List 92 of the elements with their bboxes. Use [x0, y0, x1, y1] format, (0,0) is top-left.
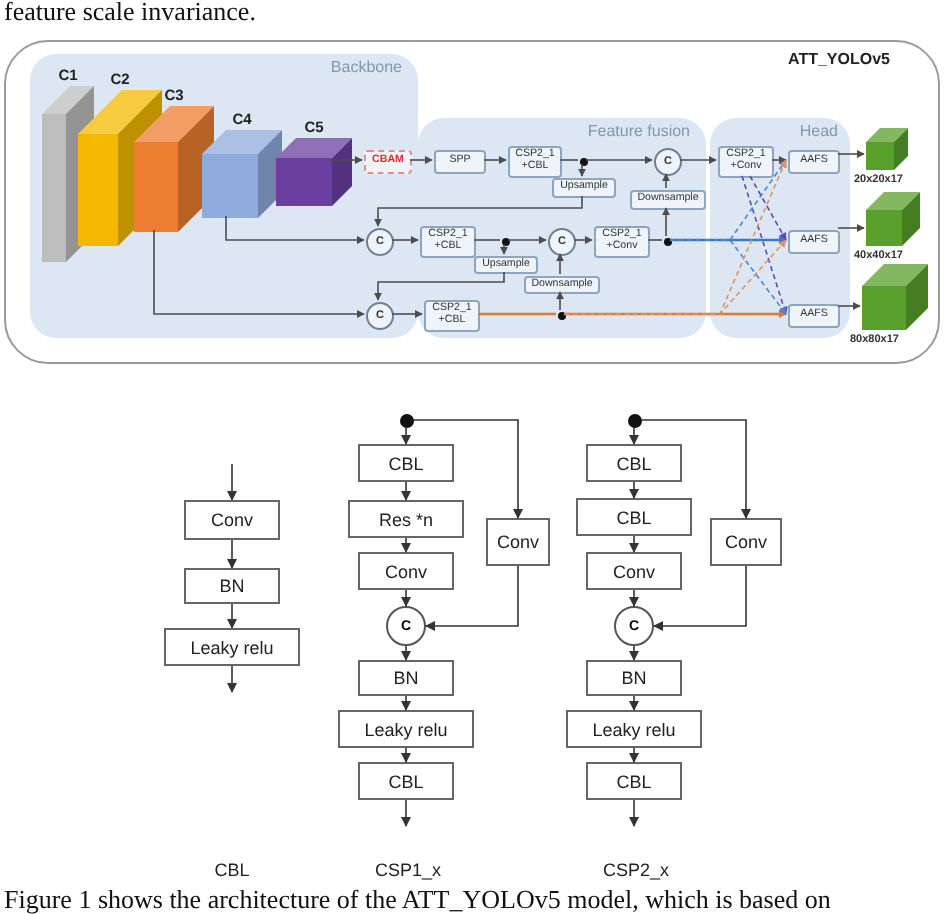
arrow: [837, 302, 861, 310]
arrow: [401, 481, 411, 501]
diagram-caption: CSP2_x: [602, 860, 670, 880]
process-box: Conv: [586, 552, 682, 590]
junction-dot: [399, 413, 413, 427]
arrow: [225, 215, 365, 244]
process-box: Conv: [486, 518, 550, 566]
junction-dot: [627, 413, 641, 427]
arrow: [629, 747, 639, 763]
process-box: Res *n: [348, 500, 464, 538]
region-panel: [710, 118, 850, 338]
arrow: [771, 156, 787, 164]
region-panel: [30, 54, 418, 338]
arrow: [564, 310, 787, 318]
diagram-caption: CBL: [214, 860, 250, 880]
arrow: [401, 799, 411, 827]
arrow: [662, 173, 670, 189]
arrow: [837, 224, 865, 232]
junction-dot: [502, 238, 510, 246]
arrow: [409, 156, 433, 164]
arrow: [412, 419, 523, 519]
arrow: [374, 271, 505, 301]
connector-line: [473, 239, 501, 241]
process-box: CBL: [586, 444, 682, 482]
diagram-frame: [4, 40, 940, 364]
process-box: CBL: [358, 762, 454, 800]
region-title: Head: [799, 122, 838, 140]
arrow: [837, 150, 865, 158]
page-text: feature scale invariance.: [4, 0, 256, 28]
process-box: CBL: [586, 762, 682, 800]
arrow: [629, 535, 639, 553]
junction-dot: [558, 312, 566, 320]
arrow: [500, 243, 508, 255]
arrow: [662, 207, 670, 237]
arrow: [391, 310, 423, 318]
arrow: [556, 253, 564, 275]
process-box: BN: [586, 660, 682, 696]
connector-line: [647, 239, 663, 241]
process-box: Leaky relu: [338, 710, 474, 748]
arrow: [401, 426, 411, 445]
arrow: [578, 163, 586, 177]
region-title: Backbone: [330, 58, 402, 76]
process-box: CBL: [358, 444, 454, 482]
process-box: Leaky relu: [566, 710, 702, 748]
arrow: [401, 695, 411, 711]
arrow: [573, 236, 593, 244]
arrow: [401, 645, 411, 661]
frame-label: ATT_YOLOv5: [788, 50, 890, 68]
arrow: [391, 236, 419, 244]
page-text: Figure 1 shows the architecture of the ATT_YOLOv5 model, which is based on: [4, 884, 831, 914]
arrow: [629, 645, 639, 661]
process-box: Leaky relu: [164, 628, 300, 666]
arrow: [629, 695, 639, 711]
arrow: [629, 589, 639, 607]
arrow: [329, 156, 363, 164]
arrow: [556, 291, 564, 311]
junction-dot: [664, 238, 672, 246]
process-box: Conv: [358, 552, 454, 590]
process-box: Conv: [184, 500, 280, 540]
arrow: [741, 175, 788, 315]
arrow: [640, 419, 751, 519]
arrow: [153, 229, 365, 318]
arrow: [563, 239, 787, 315]
arrow: [401, 747, 411, 763]
arrow: [227, 603, 237, 629]
arrow: [227, 463, 237, 501]
process-box: BN: [358, 660, 454, 696]
region-panel: [418, 118, 706, 338]
connector-line: [559, 159, 579, 161]
arrow: [670, 236, 787, 244]
process-box: Conv: [710, 518, 782, 566]
arrow: [507, 236, 547, 244]
arrow: [227, 539, 237, 569]
arrow: [653, 565, 747, 631]
arrow: [585, 156, 653, 164]
arrow: [629, 426, 639, 445]
process-box: CBL: [576, 498, 692, 536]
diagram-caption: CSP1_x: [374, 860, 442, 880]
arrow: [227, 665, 237, 693]
arrow: [679, 156, 717, 164]
arrow: [401, 537, 411, 553]
arrow: [401, 589, 411, 607]
region-title: Feature fusion: [587, 122, 690, 140]
arrow: [629, 799, 639, 827]
process-box: BN: [184, 568, 280, 604]
arrow: [483, 156, 507, 164]
arrow: [374, 195, 583, 227]
arrow: [629, 481, 639, 499]
connector-line: [478, 312, 556, 316]
arrow: [425, 565, 519, 631]
junction-dot: [580, 158, 588, 166]
arrow: [749, 175, 787, 241]
